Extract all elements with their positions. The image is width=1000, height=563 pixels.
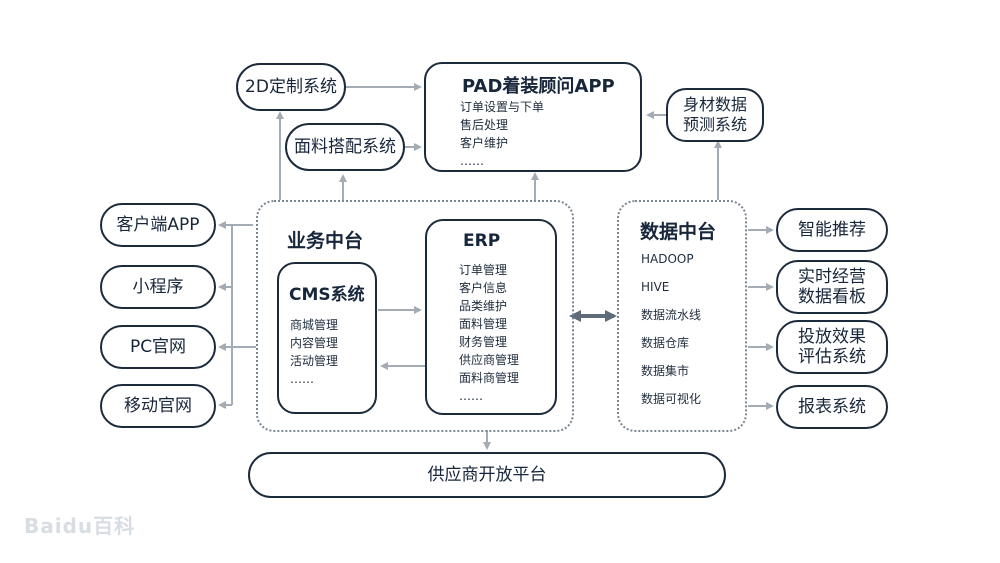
- data-item: 数据可视化: [641, 392, 702, 406]
- cms-item: 活动管理: [290, 354, 339, 368]
- pc-site-label: PC官网: [129, 337, 187, 357]
- design-2d-box[interactable]: 2D定制系统: [236, 63, 346, 111]
- business-platform-title: 业务中台: [287, 230, 364, 252]
- cms-item: 商城管理: [290, 318, 339, 332]
- mini-program-box[interactable]: 小程序: [100, 265, 216, 309]
- cms-item: 内容管理: [290, 336, 339, 350]
- fabric-match-box[interactable]: 面料搭配系统: [285, 123, 405, 171]
- supplier-platform-label: 供应商开放平台: [427, 465, 547, 485]
- mini-program-label: 小程序: [132, 277, 184, 297]
- supplier-platform-box[interactable]: 供应商开放平台: [248, 452, 726, 498]
- data-item: 数据仓库: [641, 336, 690, 350]
- design-2d-label: 2D定制系统: [245, 77, 337, 97]
- erp-item: 面料商管理: [459, 371, 520, 385]
- pad-app-box[interactable]: PAD着装顾问APP 订单设置与下单 售后处理 客户维护 ……: [424, 62, 642, 172]
- cms-item: ……: [290, 372, 314, 386]
- pad-app-title: PAD着装顾问APP: [462, 76, 615, 97]
- data-platform-container: [617, 200, 747, 432]
- client-app-label: 客户端APP: [116, 215, 200, 235]
- pad-item: 客户维护: [460, 136, 509, 150]
- report-system-box[interactable]: 报表系统: [776, 385, 888, 429]
- data-item: HIVE: [641, 280, 670, 294]
- cms-title: CMS系统: [289, 285, 365, 305]
- erp-item: 订单管理: [459, 263, 508, 277]
- fabric-match-label: 面料搭配系统: [294, 137, 396, 157]
- data-item: 数据流水线: [641, 308, 702, 322]
- erp-item: ……: [459, 389, 483, 403]
- client-app-box[interactable]: 客户端APP: [100, 203, 216, 247]
- erp-box[interactable]: ERP 订单管理 客户信息 品类维护 面料管理 财务管理 供应商管理 面料商管理…: [425, 219, 557, 415]
- ad-eval-label: 投放效果 评估系统: [798, 327, 866, 367]
- body-data-label: 身材数据 预测系统: [682, 95, 747, 134]
- data-item: 数据集市: [641, 364, 690, 378]
- data-item: HADOOP: [641, 252, 694, 266]
- pad-item: 售后处理: [460, 118, 509, 132]
- smart-recommend-box[interactable]: 智能推荐: [776, 208, 888, 252]
- dashboard-label: 实时经营 数据看板: [798, 267, 866, 307]
- erp-item: 客户信息: [459, 281, 508, 295]
- erp-title: ERP: [463, 231, 501, 251]
- report-system-label: 报表系统: [798, 397, 866, 417]
- pad-item: 订单设置与下单: [460, 100, 545, 114]
- mobile-site-label: 移动官网: [124, 396, 192, 416]
- erp-item: 品类维护: [459, 299, 508, 313]
- dashboard-box[interactable]: 实时经营 数据看板: [776, 260, 888, 314]
- erp-item: 面料管理: [459, 317, 508, 331]
- pad-item: ……: [460, 154, 484, 168]
- cms-box[interactable]: CMS系统 商城管理 内容管理 活动管理 ……: [277, 262, 377, 414]
- smart-recommend-label: 智能推荐: [798, 220, 866, 240]
- erp-item: 供应商管理: [459, 353, 520, 367]
- mobile-site-box[interactable]: 移动官网: [100, 384, 216, 428]
- business-platform-container: [256, 200, 574, 432]
- ad-eval-box[interactable]: 投放效果 评估系统: [776, 320, 888, 374]
- erp-item: 财务管理: [459, 335, 508, 349]
- watermark: Baidu百科: [24, 514, 136, 538]
- pc-site-box[interactable]: PC官网: [100, 325, 216, 369]
- body-data-box[interactable]: 身材数据 预测系统: [666, 88, 764, 142]
- data-platform-title: 数据中台: [640, 221, 717, 243]
